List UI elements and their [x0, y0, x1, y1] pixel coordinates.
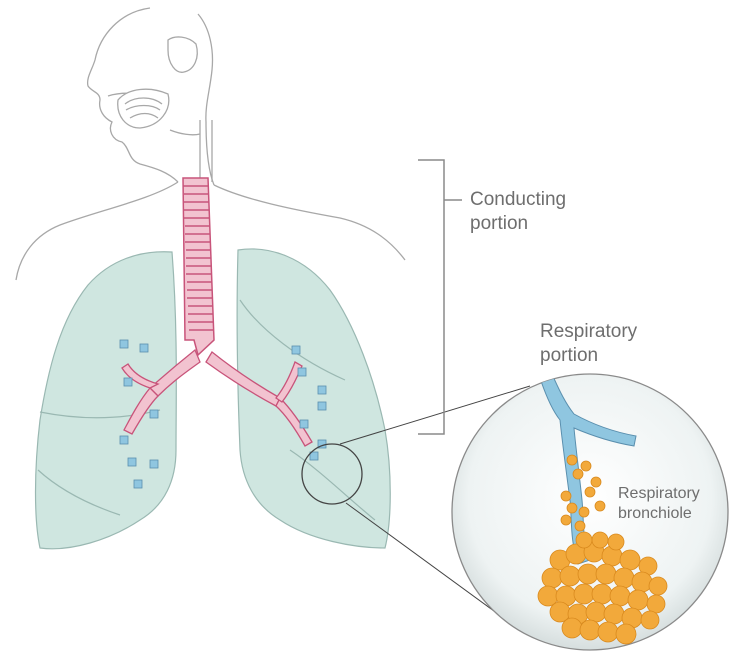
zoom-line-top: [339, 385, 531, 445]
respiratory-portion-label: Respiratory portion: [540, 320, 637, 368]
respiratory-label-line2: portion: [540, 345, 599, 366]
respiratory-bronchiole-label: Respiratory bronchiole: [618, 484, 700, 524]
conducting-label-line1: Conducting: [470, 189, 567, 210]
body-outline: [15, 7, 406, 281]
bronchi: [121, 348, 313, 447]
bronchiole-tips: [119, 339, 327, 489]
respiratory-bronchiole-branch: [539, 374, 637, 565]
left-lung: [34, 251, 177, 550]
trachea: [182, 177, 215, 357]
bronchiole-label-line1: Respiratory: [618, 485, 700, 502]
conducting-bracket: [418, 159, 445, 435]
right-lung: [236, 248, 391, 549]
highlight-circle: [301, 443, 363, 505]
bronchiole-label-line2: bronchiole: [618, 505, 692, 522]
respiratory-label-line1: Respiratory: [540, 321, 638, 342]
conducting-portion-label: Conducting portion: [470, 188, 566, 236]
conducting-label-line2: portion: [470, 213, 529, 234]
alveoli-cluster: [537, 454, 668, 645]
